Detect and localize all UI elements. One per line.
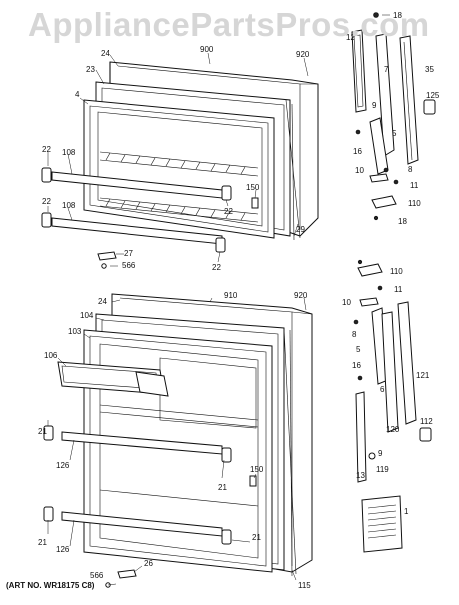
callout-18-top: 18 bbox=[393, 11, 402, 20]
callout-9-upper: 9 bbox=[372, 101, 377, 110]
callout-8-upper: 8 bbox=[408, 165, 413, 174]
callout-5-lower: 5 bbox=[356, 345, 361, 354]
callout-110-upper: 110 bbox=[408, 199, 421, 208]
callout-103: 103 bbox=[68, 327, 82, 336]
callout-16-upper: 16 bbox=[353, 147, 362, 156]
callout-21-d: 21 bbox=[252, 533, 261, 542]
callout-21-c: 21 bbox=[38, 538, 47, 547]
callout-7: 7 bbox=[384, 65, 389, 74]
callout-566-lower: 566 bbox=[90, 571, 104, 580]
callout-920-upper: 920 bbox=[296, 50, 310, 59]
callout-labels: 18 12 900 920 24 23 4 7 35 125 9 5 16 8 … bbox=[38, 11, 440, 590]
fresh-food-door-assembly bbox=[43, 293, 313, 588]
callout-900: 900 bbox=[200, 45, 214, 54]
callout-11-lower: 11 bbox=[394, 285, 403, 294]
callout-120: 120 bbox=[386, 425, 400, 434]
callout-22-d: 22 bbox=[212, 263, 221, 272]
callout-110-lower: 110 bbox=[390, 267, 403, 276]
callout-leaders bbox=[47, 14, 390, 586]
callout-121: 121 bbox=[416, 371, 430, 380]
callout-108-b: 108 bbox=[62, 201, 76, 210]
callout-9-lower: 9 bbox=[378, 449, 383, 458]
art-number: (ART NO. WR18175 C8) bbox=[6, 581, 95, 590]
callout-115: 115 bbox=[298, 581, 311, 590]
callout-910: 910 bbox=[224, 291, 238, 300]
callout-12: 12 bbox=[346, 33, 355, 42]
callout-11-upper: 11 bbox=[410, 181, 419, 190]
callout-21-b: 21 bbox=[218, 483, 227, 492]
callout-24-upper: 24 bbox=[101, 49, 110, 58]
callout-6: 6 bbox=[380, 385, 385, 394]
callout-23: 23 bbox=[86, 65, 95, 74]
callout-16-lower: 16 bbox=[352, 361, 361, 370]
callout-26: 26 bbox=[144, 559, 153, 568]
callout-4: 4 bbox=[75, 90, 80, 99]
callout-24-lower: 24 bbox=[98, 297, 107, 306]
site-watermark: AppliancePartsPros.com bbox=[28, 6, 430, 43]
callout-566-upper: 566 bbox=[122, 261, 136, 270]
callout-126-a: 126 bbox=[56, 461, 70, 470]
callout-13: 13 bbox=[356, 471, 365, 480]
callout-126-b: 126 bbox=[56, 545, 70, 554]
callout-22-c: 22 bbox=[224, 207, 233, 216]
callout-18-lower: 18 bbox=[398, 217, 407, 226]
callout-21-a: 21 bbox=[38, 427, 47, 436]
callout-22-b: 22 bbox=[42, 197, 51, 206]
callout-8-lower: 8 bbox=[352, 330, 357, 339]
callout-5-upper: 5 bbox=[392, 129, 397, 138]
callout-119: 119 bbox=[376, 465, 389, 474]
callout-10-upper: 10 bbox=[355, 166, 364, 175]
callout-22-a: 22 bbox=[42, 145, 51, 154]
freezer-door-assembly bbox=[41, 61, 319, 269]
callout-150-lower: 150 bbox=[250, 465, 264, 474]
callout-108-a: 108 bbox=[62, 148, 76, 157]
callout-35: 35 bbox=[425, 65, 434, 74]
fresh-food-hinge-hardware bbox=[353, 259, 432, 553]
callout-106: 106 bbox=[44, 351, 58, 360]
callout-150-upper: 150 bbox=[246, 183, 260, 192]
freezer-hinge-hardware bbox=[351, 12, 436, 221]
callout-29: 29 bbox=[296, 225, 305, 234]
callout-1: 1 bbox=[404, 507, 409, 516]
callout-125: 125 bbox=[426, 91, 440, 100]
callout-920-lower: 920 bbox=[294, 291, 308, 300]
callout-104: 104 bbox=[80, 311, 94, 320]
callout-27: 27 bbox=[124, 249, 133, 258]
callout-10-lower: 10 bbox=[342, 298, 351, 307]
callout-112: 112 bbox=[420, 417, 433, 426]
